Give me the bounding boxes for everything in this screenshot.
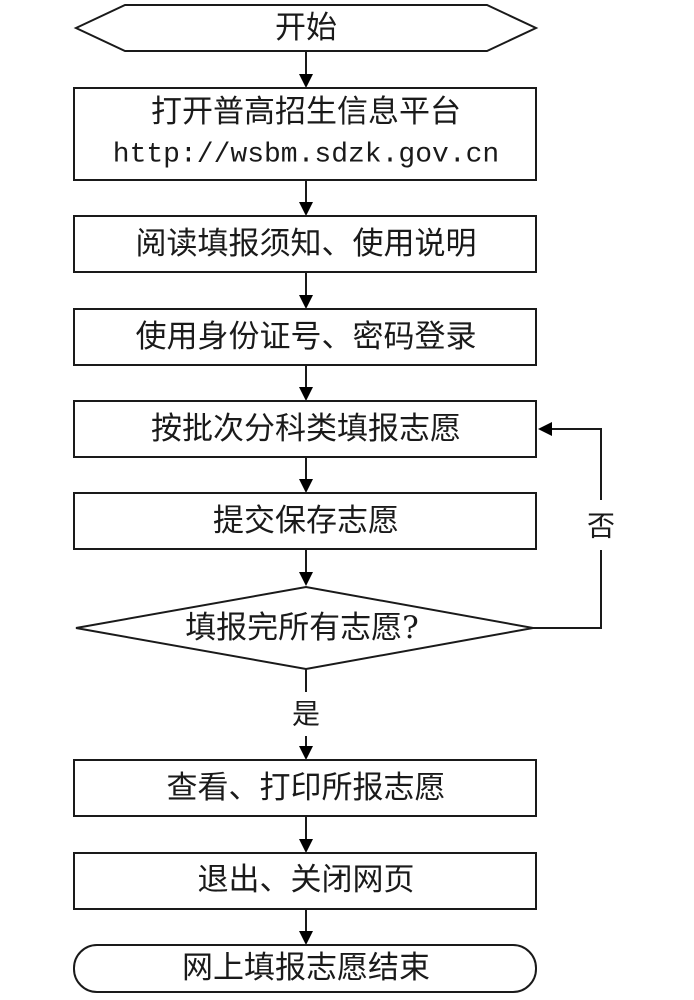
open-platform-label: 打开普高招生信息平台 bbox=[151, 94, 461, 130]
submit-save-label: 提交保存志愿 bbox=[213, 503, 399, 539]
start-node: 开始 bbox=[73, 4, 539, 52]
decision-node: 填报完所有志愿? bbox=[75, 585, 534, 671]
edge-label-yes: 是 bbox=[292, 698, 320, 731]
decision-label: 填报完所有志愿? bbox=[185, 610, 419, 646]
view-print-node: 查看、打印所报志愿 bbox=[73, 759, 537, 817]
submit-save-node: 提交保存志愿 bbox=[73, 492, 537, 550]
arrow-login-to-fill bbox=[299, 365, 313, 401]
arrow-read-to-login bbox=[299, 272, 313, 309]
exit-close-label: 退出、关闭网页 bbox=[198, 862, 415, 898]
fill-by-batch-label: 按批次分科类填报志愿 bbox=[151, 411, 461, 447]
fill-by-batch-node: 按批次分科类填报志愿 bbox=[73, 400, 537, 458]
arrow-submit-to-decision bbox=[299, 549, 313, 586]
arrow-open-to-read bbox=[299, 180, 313, 216]
login-node: 使用身份证号、密码登录 bbox=[73, 308, 537, 366]
login-label: 使用身份证号、密码登录 bbox=[136, 319, 477, 355]
view-print-label: 查看、打印所报志愿 bbox=[167, 770, 446, 806]
arrow-view-to-exit bbox=[299, 816, 313, 853]
arrow-exit-to-end bbox=[299, 909, 313, 945]
arrow-yes-down bbox=[299, 669, 313, 760]
arrow-start-to-open bbox=[299, 51, 313, 88]
read-notice-node: 阅读填报须知、使用说明 bbox=[73, 215, 537, 273]
read-notice-label: 阅读填报须知、使用说明 bbox=[136, 226, 477, 262]
open-platform-node: 打开普高招生信息平台 http://wsbm.sdzk.gov.cn bbox=[73, 87, 537, 181]
end-node: 网上填报志愿结束 bbox=[73, 944, 537, 993]
end-label: 网上填报志愿结束 bbox=[182, 950, 430, 986]
arrow-no-loop bbox=[533, 422, 602, 629]
exit-close-node: 退出、关闭网页 bbox=[73, 852, 537, 910]
edge-label-no: 否 bbox=[587, 510, 615, 543]
start-label: 开始 bbox=[275, 10, 337, 46]
arrow-fill-to-submit bbox=[299, 457, 313, 493]
platform-url: http://wsbm.sdzk.gov.cn bbox=[113, 140, 499, 171]
